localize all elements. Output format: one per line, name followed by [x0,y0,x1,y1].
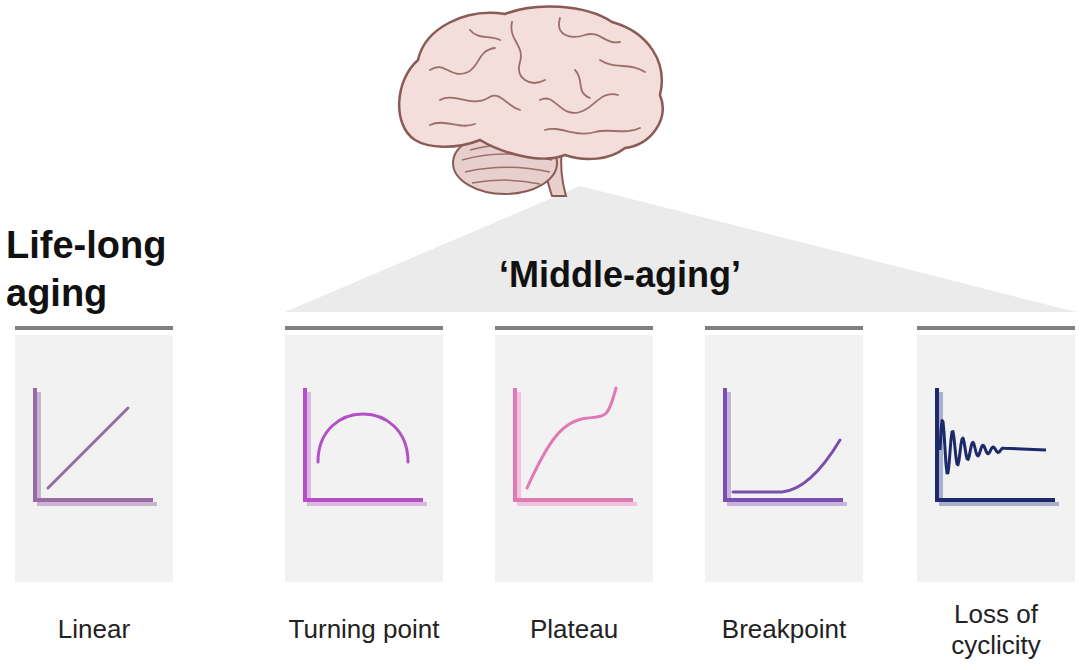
trend-curve [48,408,128,488]
panel-bar [285,326,443,330]
pattern-panel: Linear [15,330,173,666]
panel-bar [15,326,173,330]
pattern-label: Plateau [497,614,651,645]
pattern-panel: Plateau [495,330,653,666]
pattern-label: Breakpoint [707,614,861,645]
chart-axes [937,388,1055,500]
axis-shadow [519,392,637,504]
axis-shadow [309,392,427,504]
panel-bar [705,326,863,330]
group-heading: Life-long aging [6,222,206,317]
panel-box [917,335,1075,582]
pattern-panel: Turning point [285,330,443,666]
panel-box [285,335,443,582]
axis-shadow [941,392,1059,504]
chart-axes [725,388,843,500]
panel-box [15,335,173,582]
brain-illustration [399,6,662,196]
pattern-label: Loss of cyclicity [919,599,1073,661]
axis-shadow [729,392,847,504]
axis-shadow [39,392,157,504]
oscillation-curve [940,421,1046,473]
chart-axes [35,388,153,500]
panel-box [705,335,863,582]
chart-axes [305,388,423,500]
pattern-panel: Loss of cyclicity [917,330,1075,666]
group-heading: ‘Middle-aging’ [330,252,910,297]
panel-bar [917,326,1075,330]
trend-curve [527,388,616,488]
panel-bar [495,326,653,330]
pattern-label: Turning point [287,614,441,645]
pattern-label: Linear [17,614,171,645]
trend-curve [318,414,408,462]
grouping-tent [285,186,1076,312]
panel-box [495,335,653,582]
chart-axes [515,388,633,500]
trend-curve [733,440,840,492]
pattern-panel: Breakpoint [705,330,863,666]
